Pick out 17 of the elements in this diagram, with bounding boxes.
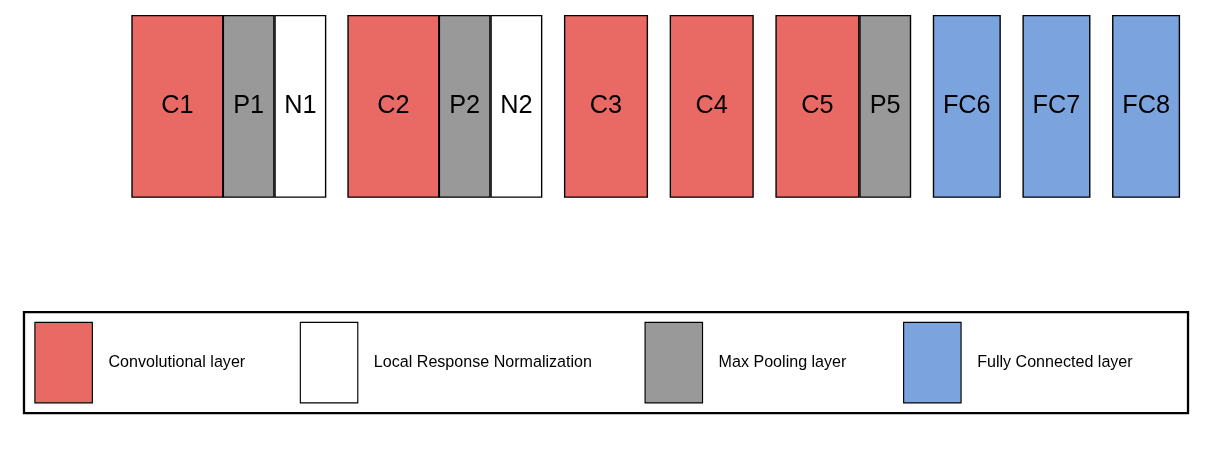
- node-box: FC8: [1112, 14, 1181, 198]
- node-box: C1: [131, 14, 224, 198]
- legend-label: Local Response Normalization: [373, 351, 592, 370]
- legend-label: Max Pooling layer: [718, 351, 847, 370]
- node-box: C5: [775, 14, 860, 198]
- legend-label: Fully Connected layer: [977, 351, 1133, 370]
- node-box: N2: [490, 14, 543, 198]
- node-box: N1: [274, 14, 327, 198]
- node-box: FC7: [1022, 14, 1091, 198]
- node-box: P1: [222, 14, 275, 198]
- node-box: C2: [347, 14, 440, 198]
- node-box: P5: [859, 14, 912, 198]
- node-box: C3: [563, 14, 649, 198]
- legend-label: Convolutional layer: [108, 351, 246, 370]
- node-box: FC6: [932, 14, 1001, 198]
- node-box: P2: [438, 14, 491, 198]
- node-box: C4: [669, 14, 754, 198]
